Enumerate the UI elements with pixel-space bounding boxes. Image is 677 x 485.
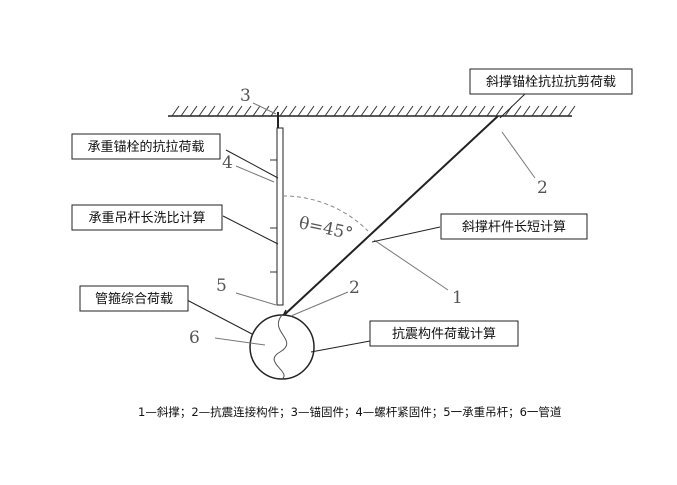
callout-seismic-member-load: 抗震构件荷载计算 [369,320,519,347]
hanger-rod [270,127,284,306]
callout-pipe-load: 管箍综合荷载 [79,285,189,312]
ceiling [168,105,576,117]
callout-brace-anchor-load: 斜撑锚栓抗拉抗剪荷载 [469,68,633,95]
callout-hanger-rod-ratio: 承重吊杆长洗比计算 [71,204,223,231]
number-6: 6 [189,328,200,348]
callout-hanger-rod-ratio-text: 承重吊杆长洗比计算 [88,210,205,226]
number-3: 3 [240,86,251,106]
pipe [249,314,315,380]
angle-arc: θ=45° [282,195,369,244]
leader-lines [214,102,536,346]
callout-leaders [186,91,528,353]
number-5: 5 [216,276,227,296]
number-2-upper: 2 [537,178,548,198]
callout-hanger-anchor-load: 承重锚栓的抗拉荷载 [71,133,221,160]
callout-seismic-member-load-text: 抗震构件荷载计算 [392,327,496,342]
angle-label: θ=45° [297,213,355,244]
number-4: 4 [222,153,233,173]
callout-brace-anchor-load-text: 斜撑锚栓抗拉抗剪荷载 [486,74,616,90]
number-labels: 3 4 5 2 6 1 2 [189,86,548,348]
legend-caption: 1—斜撑；2—抗震连接构件；3—锚固件；4—螺杆紧固件；5一承重吊杆；6一管道 [138,405,562,419]
number-1: 1 [452,288,463,308]
callout-pipe-load-text: 管箍综合荷载 [95,291,173,307]
callout-brace-rod-length: 斜撑杆件长短计算 [440,213,588,240]
number-2-lower: 2 [349,278,360,298]
callout-brace-rod-length-text: 斜撑杆件长短计算 [462,220,566,235]
callout-hanger-anchor-load-text: 承重锚栓的抗拉荷载 [87,139,204,155]
